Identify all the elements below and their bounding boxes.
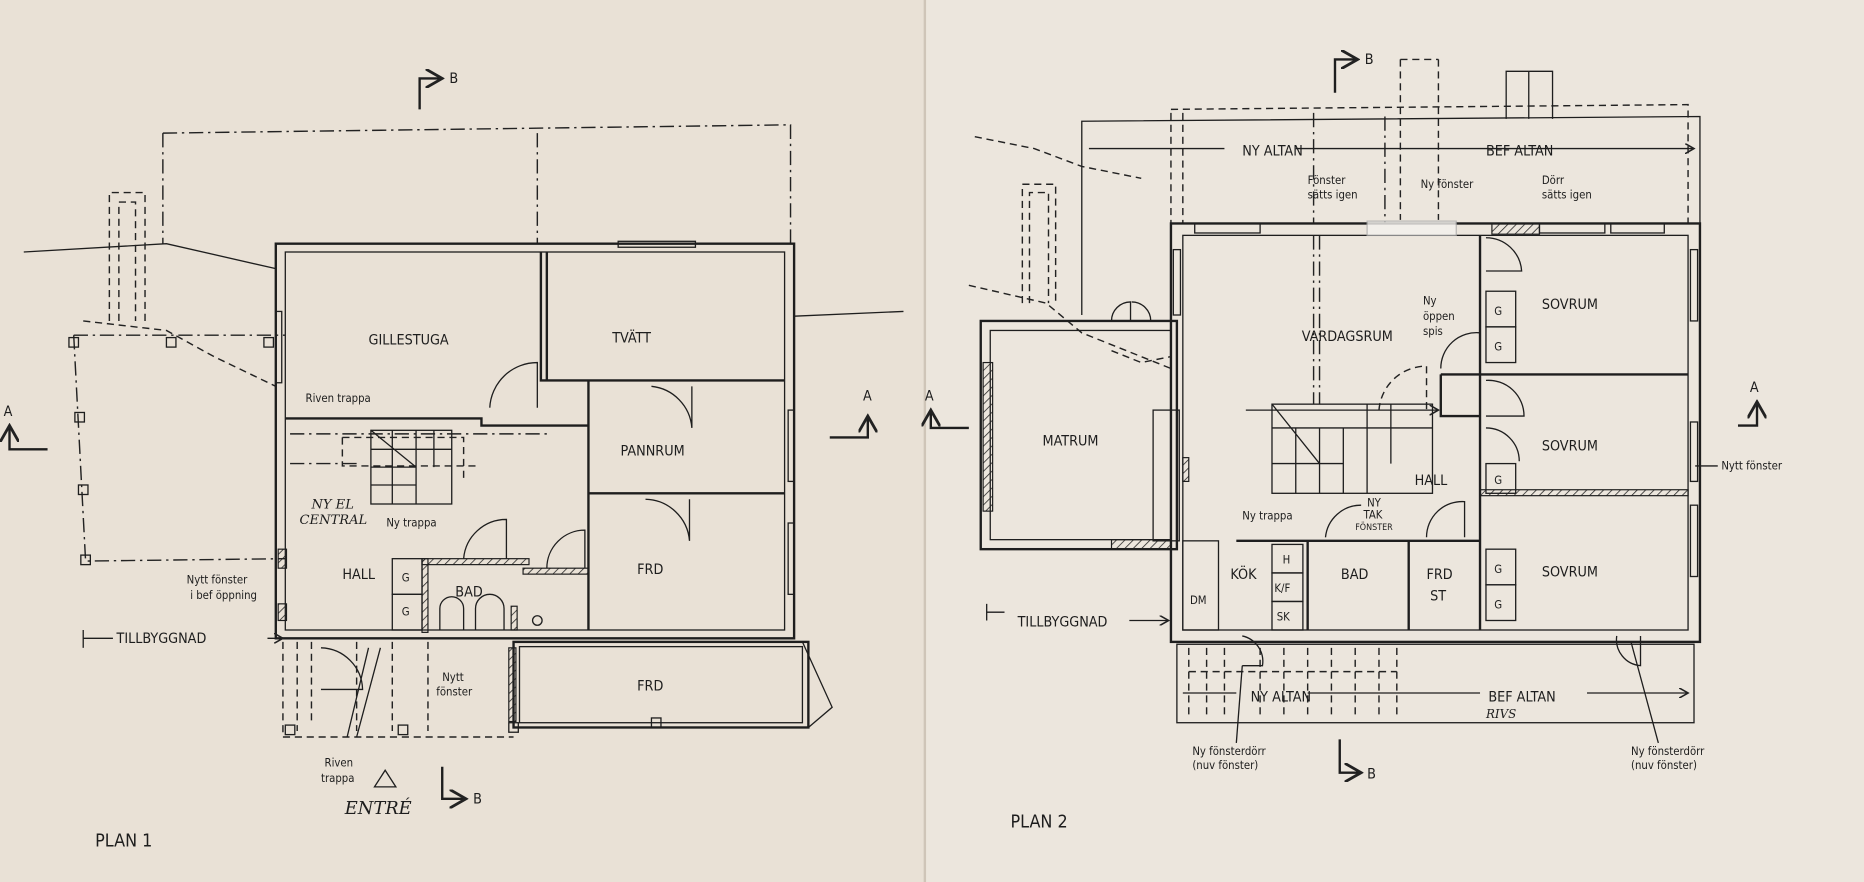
note-ny-oppen-spis-3: spis: [1423, 325, 1443, 338]
section-label: A: [863, 389, 872, 405]
g-label: G: [1494, 474, 1502, 487]
room-label-frd: FRD: [1427, 567, 1453, 583]
entrance-triangle-icon: [373, 769, 398, 788]
fixture-dm: DM: [1190, 594, 1207, 607]
note-dorr-satts-igen-2: sätts igen: [1542, 189, 1592, 202]
fixture-sk: SK: [1277, 610, 1290, 623]
note-riven-trappa-bottom: Riven: [325, 757, 354, 770]
section-marker-a-right: A: [829, 389, 872, 439]
section-marker-a-left: A: [925, 389, 969, 430]
note-ny-trappa: Ny trappa: [386, 517, 436, 530]
g-label: G: [1494, 305, 1502, 318]
stair-plan1: [290, 429, 547, 505]
section-label: B: [1367, 767, 1376, 783]
room-label-matrum: MATRUM: [1043, 434, 1099, 450]
g-label: G: [1494, 563, 1502, 576]
room-label-sovrum: SOVRUM: [1542, 439, 1598, 455]
note-fonster-satts-igen-2: sätts igen: [1308, 189, 1358, 202]
section-label: B: [1365, 52, 1374, 68]
note-fonsterdorr-left-2: (nuv fönster): [1192, 759, 1258, 772]
section-marker-b-top: B: [418, 71, 458, 110]
note-ny-fonster: Ny fönster: [1421, 178, 1475, 191]
stair-plan2: [1245, 403, 1439, 494]
section-label: B: [449, 71, 458, 87]
note-bef-altan-bottom: BEF ALTAN: [1488, 689, 1555, 705]
plan-1: B A A B GILLESTUGA TVÄTT PANNRUM FRD FRD…: [4, 71, 904, 851]
room-label-bad: BAD: [1341, 567, 1369, 583]
section-label: A: [1750, 380, 1759, 396]
section-label: A: [925, 389, 934, 405]
fixture-h: H: [1283, 553, 1291, 566]
note-fonsterdorr-right: Ny fönsterdörr: [1631, 745, 1705, 758]
note-ny-takfonster: NY: [1367, 496, 1382, 509]
note-fonster-satts-igen: Fönster: [1308, 174, 1347, 187]
section-marker-b-top: B: [1333, 52, 1374, 93]
note-dorr-satts-igen: Dörr: [1542, 174, 1565, 187]
room-label-pannrum: PANNRUM: [621, 443, 685, 459]
room-label-tvatt: TVÄTT: [611, 328, 651, 346]
note-ny-takfonster-3: FÖNSTER: [1355, 522, 1393, 533]
note-bef-altan-top: BEF ALTAN: [1486, 144, 1553, 160]
note-ny-altan-top: NY ALTAN: [1242, 144, 1303, 160]
g-label: G: [402, 571, 410, 584]
note-nytt-fonster: Nytt fönster: [187, 574, 248, 587]
room-label-frd-lower: FRD: [637, 679, 663, 695]
plan-1-title: PLAN 1: [95, 830, 152, 851]
note-nytt-fonster-bottom-2: fönster: [436, 685, 473, 698]
room-label-st: ST: [1430, 588, 1446, 604]
room-label-gillestuga: GILLESTUGA: [369, 333, 449, 349]
g-label: G: [1494, 341, 1502, 354]
note-rivs: RIVS: [1485, 707, 1516, 721]
note-nytt-fonster-bottom: Nytt: [442, 671, 464, 684]
plan-2-title: PLAN 2: [1010, 811, 1067, 832]
note-nytt-fonster-2: i bef öppning: [190, 589, 257, 602]
note-tillbyggnad: TILLBYGGNAD: [1017, 614, 1108, 630]
note-ny-takfonster-2: TAK: [1363, 508, 1383, 521]
room-label-sovrum: SOVRUM: [1542, 565, 1598, 581]
note-ny-oppen-spis: Ny: [1423, 294, 1437, 307]
note-riven-trappa-bottom-2: trappa: [321, 772, 354, 785]
room-label-hall: HALL: [342, 567, 376, 583]
room-label-frd: FRD: [637, 562, 663, 578]
g-label: G: [1494, 599, 1502, 612]
note-ny-altan-bottom: NY ALTAN: [1251, 689, 1312, 705]
section-marker-a-left: A: [4, 404, 48, 451]
section-label: A: [4, 404, 13, 420]
note-tillbyggnad: TILLBYGGNAD: [115, 631, 206, 647]
section-marker-a-right: A: [1737, 380, 1759, 427]
note-riven-trappa: Riven trappa: [306, 392, 371, 405]
note-fonsterdorr-left: Ny fönsterdörr: [1192, 745, 1266, 758]
room-label-vardagsrum: VARDAGSRUM: [1302, 329, 1393, 345]
note-ny-trappa: Ny trappa: [1242, 509, 1292, 522]
note-ny-el-central-2: CENTRAL: [300, 513, 368, 528]
window: [617, 240, 697, 248]
g-label: G: [402, 606, 410, 619]
note-ny-el-central: NY EL: [310, 498, 353, 513]
note-entre: ENTRÉ: [344, 796, 412, 819]
fixture-kf: K/F: [1274, 582, 1290, 595]
room-label-kok: KÖK: [1230, 565, 1257, 583]
paper-left: [0, 0, 925, 882]
room-label-hall: HALL: [1415, 473, 1449, 489]
note-nytt-fonster: Nytt fönster: [1721, 460, 1782, 473]
plan-2: B A A B NY ALTAN BEF ALTAN Fönster sätts…: [925, 52, 1783, 832]
room-label-sovrum: SOVRUM: [1542, 297, 1598, 313]
note-fonsterdorr-right-2: (nuv fönster): [1631, 759, 1697, 772]
note-ny-oppen-spis-2: öppen: [1423, 310, 1455, 323]
section-label: B: [473, 792, 482, 808]
room-label-bad: BAD: [455, 585, 483, 601]
section-marker-b-bottom: B: [1338, 739, 1376, 783]
section-marker-b-bottom: B: [441, 766, 482, 808]
